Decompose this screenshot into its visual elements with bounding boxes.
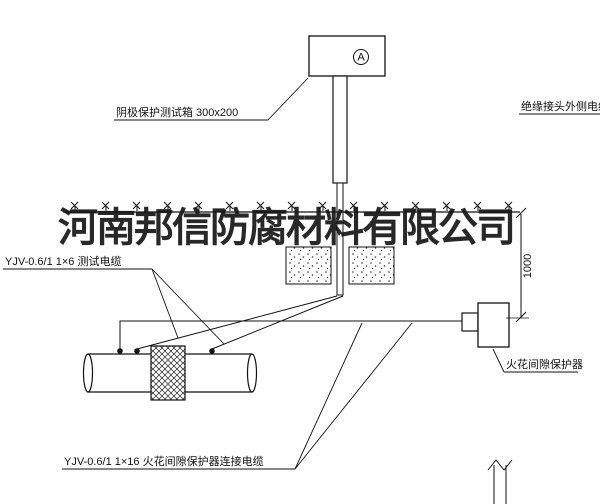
label-outer-cable: 绝缘接头外侧电缆 bbox=[521, 99, 600, 113]
ammeter-letter: A bbox=[357, 52, 365, 64]
test-box bbox=[308, 35, 386, 77]
cable-connection-point bbox=[117, 348, 123, 354]
concrete-foundation-left bbox=[285, 246, 332, 285]
dimension-text: 1000 bbox=[522, 254, 534, 278]
cable-conduit bbox=[336, 182, 344, 296]
test-cable-line-1 bbox=[136, 295, 338, 350]
test-cable-line-2 bbox=[211, 295, 344, 350]
label-test-box: 阴极保护测试箱 300x200 bbox=[116, 105, 238, 119]
label-spark-gap-cable: YJV-0.6/1 1×16 火花间隙保护器连接电缆 bbox=[64, 454, 264, 468]
dimension-1000 bbox=[506, 207, 529, 323]
cable-connection-point bbox=[134, 348, 140, 354]
concrete-foundation-right bbox=[348, 246, 395, 285]
ground-hatch-marks bbox=[70, 201, 513, 212]
label-test-cable-leader bbox=[3, 268, 225, 345]
label-test-cable: YJV-0.6/1 1×6 测试电缆 bbox=[5, 255, 121, 268]
test-post bbox=[332, 75, 348, 184]
label-test-box-leader bbox=[114, 77, 309, 121]
label-spark-gap-cable-leader bbox=[62, 322, 413, 470]
spark-gap-protector bbox=[461, 302, 510, 348]
label-spark-gap-protector: 火花间隙保护器 bbox=[506, 357, 583, 371]
cable-connection-point bbox=[209, 348, 215, 354]
insulating-joint bbox=[150, 345, 186, 401]
spark-gap-cable-line bbox=[119, 320, 462, 350]
pipeline bbox=[82, 353, 258, 393]
ammeter-symbol-circle bbox=[353, 49, 369, 65]
pipe-break-symbol bbox=[487, 459, 513, 504]
label-spark-gap-protector-leader bbox=[492, 348, 578, 373]
